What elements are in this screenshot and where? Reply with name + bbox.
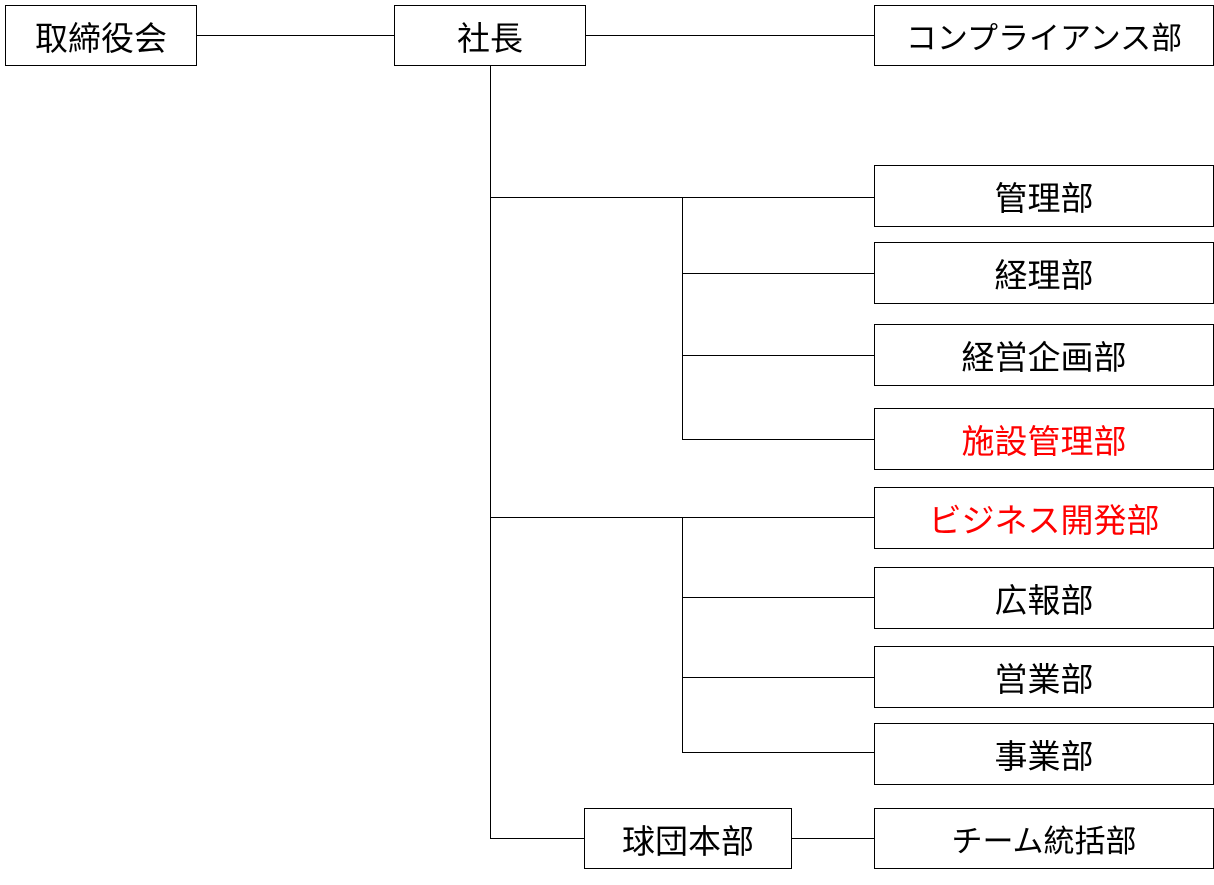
connector-president-trunk — [490, 65, 491, 838]
accounting-dept-box: 経理部 — [874, 242, 1214, 304]
connector-operations — [682, 752, 874, 753]
connector-accounting — [682, 273, 874, 274]
operations-dept-box: 事業部 — [874, 723, 1214, 785]
facilities-dept-box: 施設管理部 — [874, 408, 1214, 470]
sales-dept-box: 営業部 — [874, 646, 1214, 708]
connector-trunk-team-hq — [490, 838, 584, 839]
connector-planning — [682, 355, 874, 356]
connector-facilities — [682, 439, 874, 440]
connector-business-group-spine — [682, 517, 683, 752]
planning-dept-box: 経営企画部 — [874, 324, 1214, 386]
connector-team-hq-integration — [791, 838, 874, 839]
team-hq-box: 球団本部 — [584, 808, 792, 869]
management-dept-box: 管理部 — [874, 165, 1214, 227]
connector-pr — [682, 597, 874, 598]
connector-president-compliance — [585, 35, 874, 36]
connector-sales — [682, 677, 874, 678]
compliance-dept-box: コンプライアンス部 — [874, 5, 1214, 66]
team-integration-dept-box: チーム統括部 — [874, 808, 1214, 869]
board-of-directors-box: 取締役会 — [5, 5, 197, 66]
pr-dept-box: 広報部 — [874, 567, 1214, 629]
president-box: 社長 — [394, 5, 586, 66]
connector-admin-group-spine — [682, 197, 683, 439]
business-dev-dept-box: ビジネス開発部 — [874, 487, 1214, 549]
connector-board-president — [196, 35, 394, 36]
